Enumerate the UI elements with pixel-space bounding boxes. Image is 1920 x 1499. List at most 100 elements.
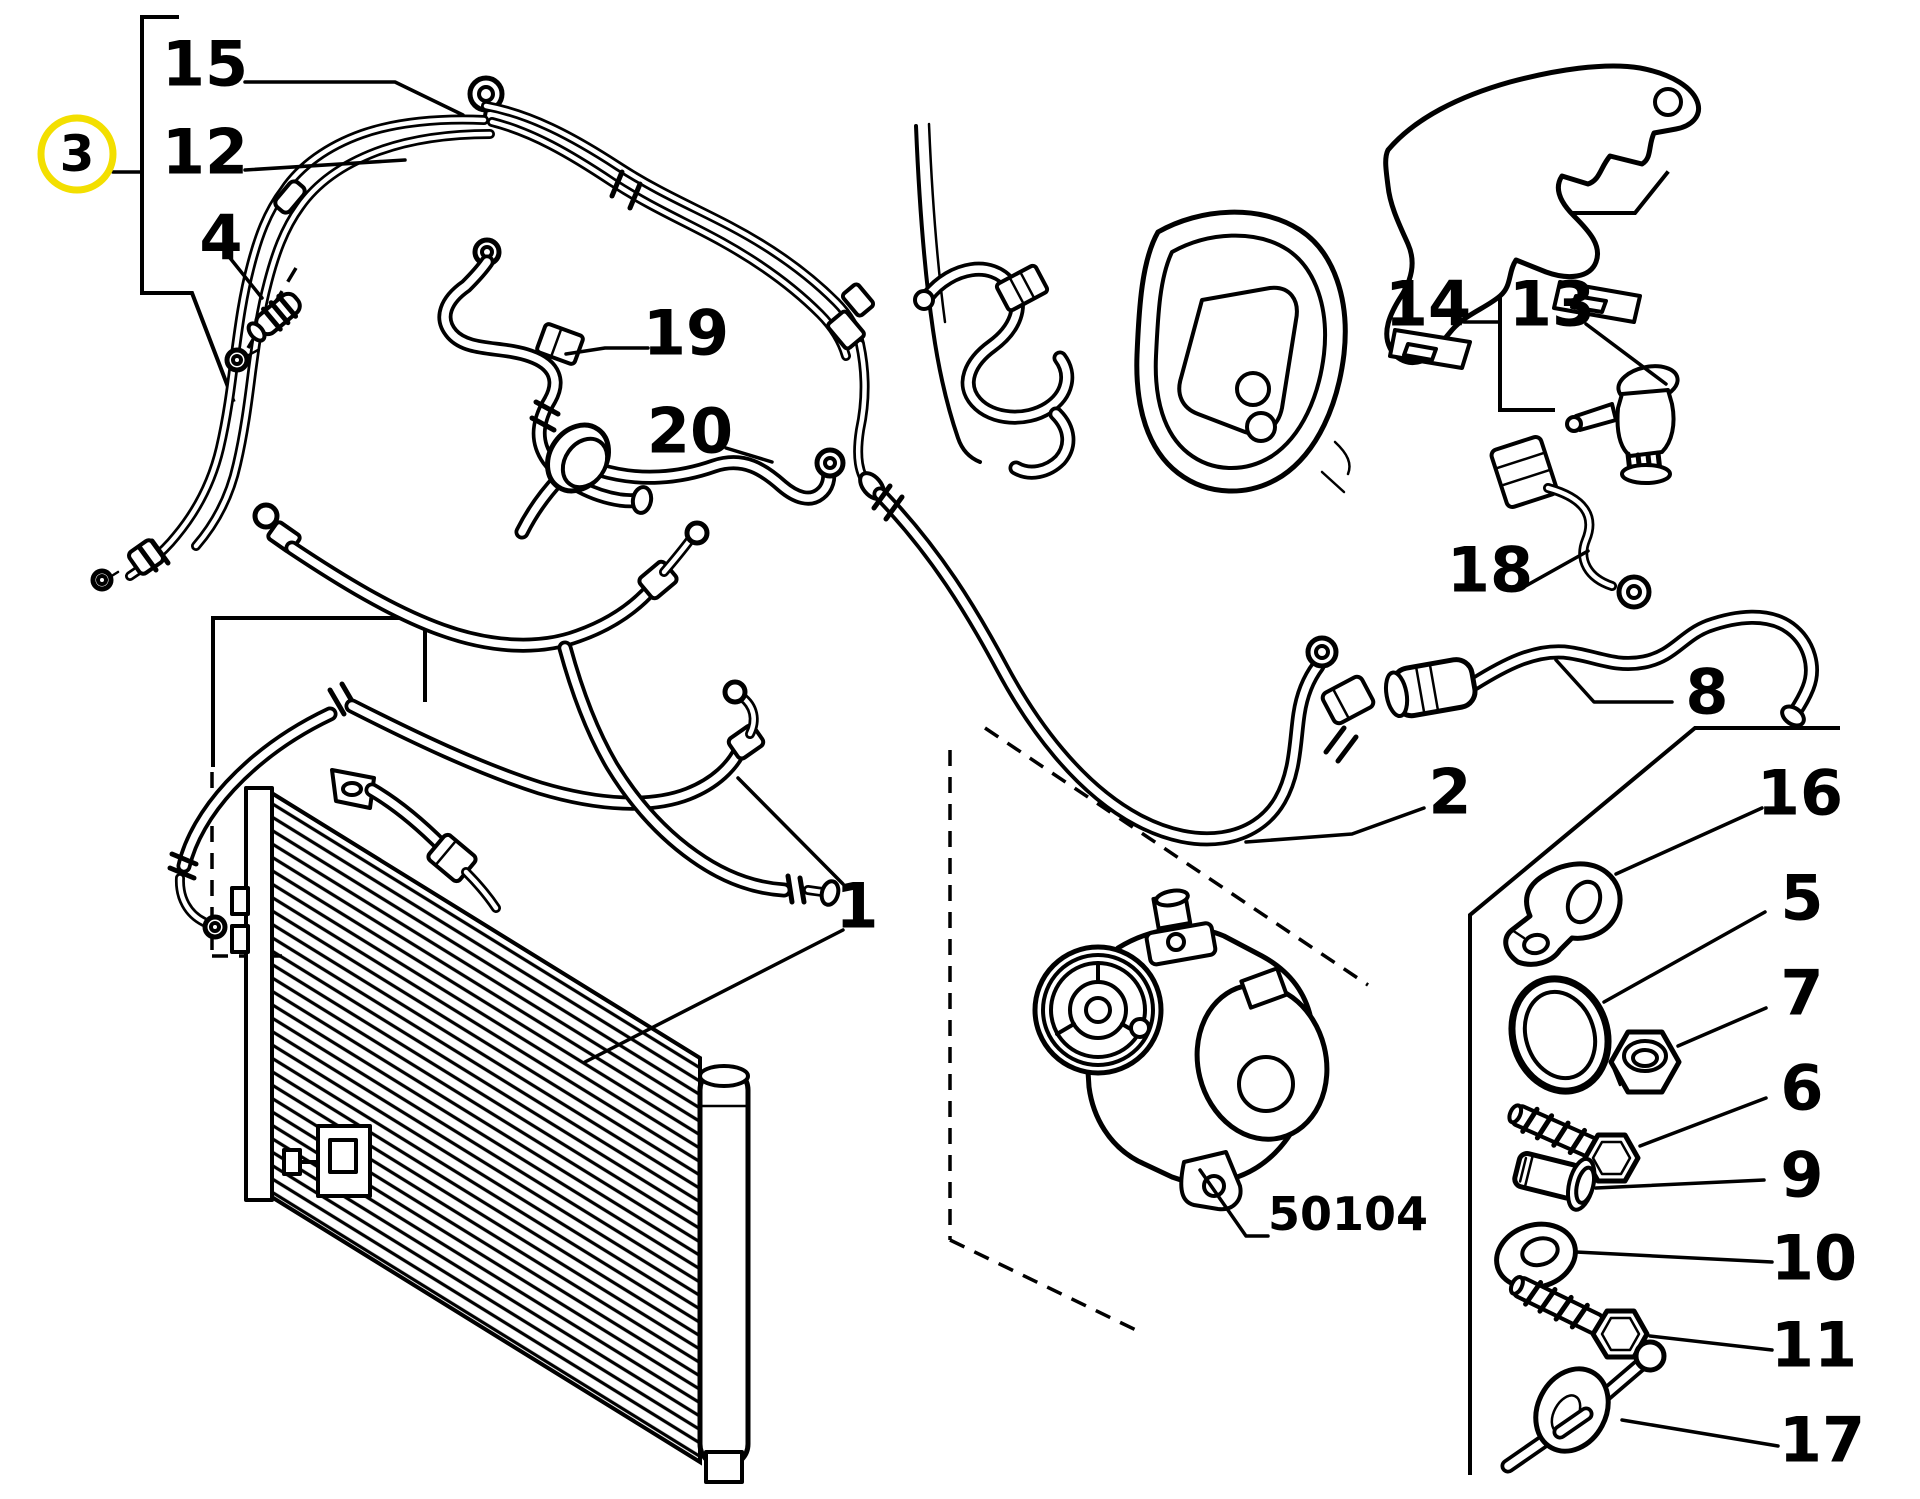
- leader-19: [564, 346, 650, 356]
- clamp-16: [1503, 861, 1623, 967]
- part-label-4: 4: [199, 202, 242, 275]
- hose-19: [437, 237, 654, 515]
- part-label-8: 8: [1685, 656, 1728, 729]
- group-3-bracket: [140, 15, 236, 403]
- tube-inner: [1545, 485, 1615, 589]
- detail-frame: [211, 616, 427, 767]
- tube-inner: [288, 544, 656, 649]
- tube-inner: [463, 869, 499, 911]
- part-label-18: 18: [1447, 534, 1533, 607]
- grommet-stud-4: [246, 291, 302, 343]
- leader-9: [1594, 1178, 1766, 1190]
- leader-17: [1620, 1418, 1780, 1448]
- tube-inner: [127, 117, 487, 579]
- pressure-sensor-13: [1565, 364, 1680, 485]
- leader-11: [1648, 1334, 1774, 1352]
- tube-inner: [1470, 613, 1816, 716]
- receiver-drier-foot: [704, 1450, 744, 1484]
- tube-inner: [1012, 410, 1072, 476]
- tube-inner: [924, 265, 1071, 421]
- compressor-box-bottom: [949, 1238, 1141, 1334]
- tube-inner: [483, 103, 863, 347]
- tube-inner: [348, 702, 744, 807]
- tube-inner: [489, 119, 849, 359]
- leader-6: [1638, 1096, 1768, 1148]
- pipe-18: [1489, 434, 1652, 610]
- pipe-assembly-15-12: [90, 75, 876, 592]
- part-label-16: 16: [1757, 757, 1843, 830]
- tube-inner: [177, 875, 207, 925]
- part-label-15: 15: [162, 28, 248, 101]
- part-4-reference: [246, 267, 298, 349]
- condenser-inlet-pipe: [364, 782, 501, 913]
- tube-inner: [1556, 1410, 1590, 1436]
- tube-inner: [368, 786, 446, 850]
- leader-18: [1520, 549, 1590, 590]
- leader-4: [228, 256, 264, 300]
- condenser: [230, 768, 751, 1484]
- part-label-9: 9: [1780, 1139, 1823, 1212]
- condenser-bracket-hole: [341, 781, 363, 797]
- tube-inner: [596, 458, 833, 502]
- leader-13: [1584, 322, 1668, 386]
- part-label-50104: 50104: [1268, 1187, 1428, 1241]
- part-label-7: 7: [1780, 957, 1823, 1030]
- leader-1-2: [583, 928, 845, 1064]
- part-label-13: 13: [1509, 268, 1595, 341]
- hose-loop: [913, 261, 1076, 480]
- leader-16: [1614, 806, 1764, 876]
- part-label-3: 3: [60, 125, 95, 183]
- leader-8: [1554, 658, 1674, 704]
- tube-inner: [561, 644, 788, 894]
- leader-7: [1676, 1006, 1768, 1048]
- part-label-20: 20: [647, 395, 733, 468]
- compressor-box-top: [984, 726, 1369, 987]
- bracket-hole: [1653, 87, 1683, 117]
- condenser-left-header: [244, 786, 274, 1202]
- leader-20: [724, 446, 774, 464]
- tube-inner: [876, 490, 1322, 843]
- nut-7: [1608, 1029, 1682, 1095]
- leader-10: [1574, 1250, 1774, 1264]
- tube-inner: [193, 131, 493, 549]
- tube-inner: [661, 537, 693, 575]
- hardware-column-boundary: [1468, 726, 1840, 1475]
- part-label-17: 17: [1779, 1404, 1865, 1477]
- body-panel: [914, 122, 982, 464]
- tube-inner: [180, 710, 334, 870]
- condenser-bracket-pin-head: [282, 1148, 302, 1176]
- hose-assembly-1: [167, 502, 841, 940]
- condenser-tab: [230, 924, 250, 954]
- part-label-11: 11: [1771, 1309, 1857, 1382]
- rivet-nut-9: [1512, 1151, 1597, 1212]
- tube-inner: [855, 341, 873, 491]
- part-label-5: 5: [1780, 862, 1823, 935]
- o-ring-5: [1508, 975, 1612, 1095]
- part-label-6: 6: [1780, 1052, 1823, 1125]
- hose-8: [1383, 609, 1819, 728]
- part-label-2: 2: [1428, 756, 1471, 829]
- part-label-1: 1: [835, 870, 878, 943]
- leader-1: [736, 776, 845, 886]
- hose-20: [514, 422, 846, 540]
- receiver-dr-cap: [698, 1064, 750, 1088]
- part-label-14: 14: [1385, 268, 1471, 341]
- part-label-12: 12: [162, 116, 248, 189]
- receiver-drier: [697, 1065, 751, 1469]
- leader-50104: [1198, 1168, 1270, 1238]
- condenser-tab: [230, 886, 250, 916]
- highlight-circle-3: [37, 114, 117, 194]
- condenser-side-bracket-hole: [328, 1138, 358, 1174]
- bolt-11: [1508, 1275, 1650, 1360]
- part-label-19: 19: [643, 297, 729, 370]
- leader-15: [243, 80, 465, 117]
- compressor: [1032, 888, 1330, 1212]
- support-bracket-14: [1383, 63, 1702, 370]
- tube-inner: [441, 258, 642, 505]
- washer-10: [1494, 1221, 1578, 1291]
- rivet-17: [1500, 1339, 1667, 1474]
- hose-2: [858, 471, 1376, 847]
